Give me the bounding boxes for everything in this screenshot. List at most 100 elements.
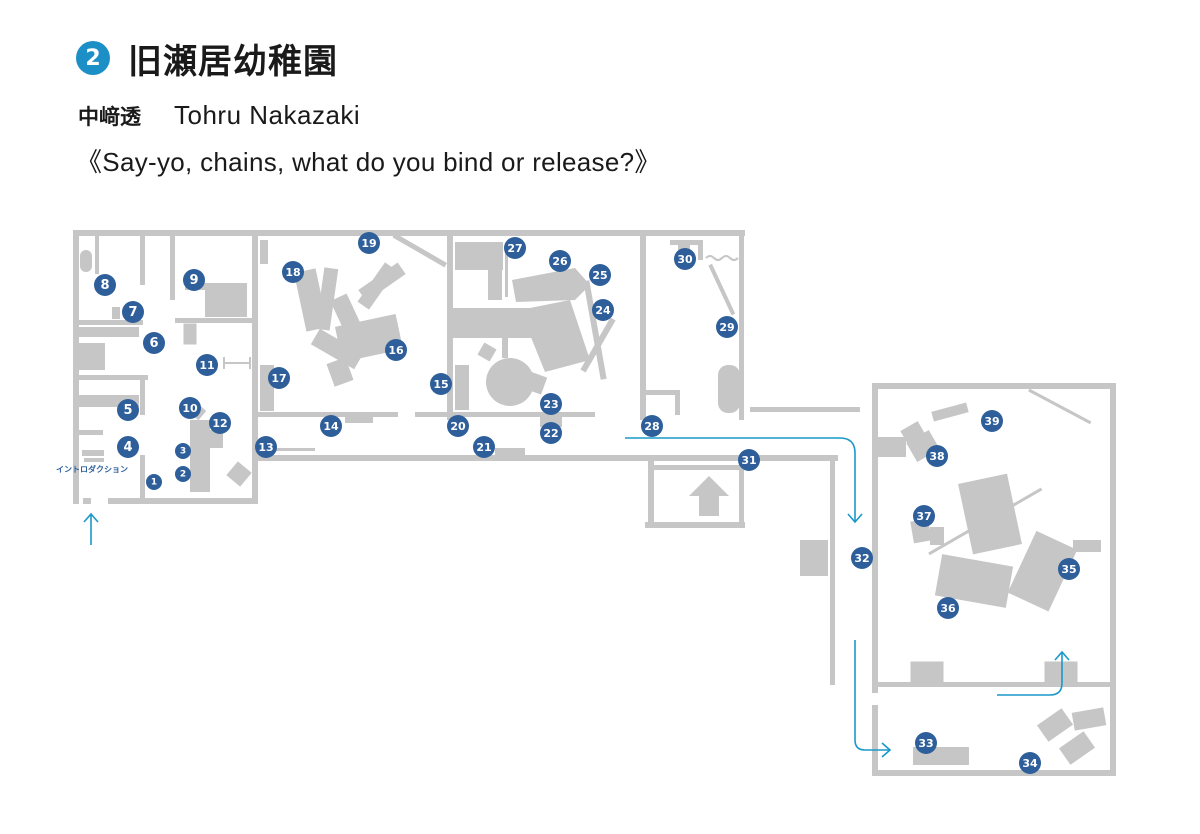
artwork-marker-8: 8 xyxy=(94,274,116,296)
marker-label: 13 xyxy=(258,441,273,454)
marker-label: 1 xyxy=(151,478,157,488)
artwork-marker-12: 12 xyxy=(209,412,231,434)
visitor-route xyxy=(83,437,1070,758)
marker-label: 9 xyxy=(189,273,198,288)
artwork-marker-28: 28 xyxy=(641,415,663,437)
artwork-marker-15: 15 xyxy=(430,373,452,395)
marker-circle xyxy=(175,466,191,482)
marker-circle xyxy=(540,422,562,444)
artwork-marker-16: 16 xyxy=(385,339,407,361)
marker-circle xyxy=(183,269,205,291)
artwork-marker-38: 38 xyxy=(926,445,948,467)
artwork-marker-19: 19 xyxy=(358,232,380,254)
marker-label: 29 xyxy=(719,321,734,334)
marker-circle xyxy=(851,547,873,569)
marker-circle xyxy=(674,248,696,270)
marker-label: 23 xyxy=(543,398,558,411)
marker-label: 8 xyxy=(100,278,109,293)
marker-label: 4 xyxy=(123,440,132,455)
marker-label: 31 xyxy=(741,454,756,467)
marker-circle xyxy=(143,332,165,354)
marker-label: 12 xyxy=(212,417,227,430)
marker-circle xyxy=(358,232,380,254)
marker-circle xyxy=(641,415,663,437)
marker-label: 36 xyxy=(940,602,956,615)
marker-label: 15 xyxy=(433,378,448,391)
artwork-marker-35: 35 xyxy=(1058,558,1080,580)
marker-label: 11 xyxy=(199,359,214,372)
artwork-marker-30: 30 xyxy=(674,248,696,270)
marker-circle xyxy=(255,436,277,458)
marker-label: 34 xyxy=(1022,757,1038,770)
artist-name-en: Tohru Nakazaki xyxy=(174,100,361,130)
marker-circle xyxy=(913,505,935,527)
artwork-marker-6: 6 xyxy=(143,332,165,354)
marker-circle xyxy=(540,393,562,415)
marker-label: 2 xyxy=(180,470,186,480)
artwork-marker-11: 11 xyxy=(196,354,218,376)
marker-label: 14 xyxy=(323,420,339,433)
marker-circle xyxy=(589,264,611,286)
marker-label: 18 xyxy=(285,266,300,279)
artwork-marker-27: 27 xyxy=(504,237,526,259)
artist-name: 中﨑透 Tohru Nakazaki xyxy=(78,100,360,131)
artworks-room-16 xyxy=(260,232,447,411)
marker-label: 19 xyxy=(361,237,376,250)
marker-label: 21 xyxy=(476,441,491,454)
venue-title: 旧瀬居幼稚園 xyxy=(128,41,338,82)
marker-label: 20 xyxy=(450,420,466,433)
marker-label: 22 xyxy=(543,427,558,440)
marker-circle xyxy=(122,301,144,323)
marker-label: 6 xyxy=(149,336,158,351)
marker-label: 37 xyxy=(916,510,931,523)
marker-circle xyxy=(175,443,191,459)
marker-circle xyxy=(447,415,469,437)
artwork-marker-22: 22 xyxy=(540,422,562,444)
artwork-marker-34: 34 xyxy=(1019,752,1041,774)
marker-label: 39 xyxy=(984,415,999,428)
marker-circle xyxy=(504,237,526,259)
artwork-marker-14: 14 xyxy=(320,415,342,437)
marker-circle xyxy=(981,410,1003,432)
walls-right-wing xyxy=(872,383,1116,776)
artwork-marker-36: 36 xyxy=(937,597,959,619)
artwork-marker-5: 5 xyxy=(117,399,139,421)
marker-label: 16 xyxy=(388,344,404,357)
marker-circle xyxy=(282,261,304,283)
artwork-marker-33: 33 xyxy=(915,732,937,754)
artwork-marker-31: 31 xyxy=(738,449,760,471)
artist-name-jp: 中﨑透 xyxy=(78,105,141,129)
artwork-marker-25: 25 xyxy=(589,264,611,286)
artwork-marker-2: 2 xyxy=(175,466,191,482)
marker-label: 25 xyxy=(592,269,607,282)
marker-label: 3 xyxy=(180,447,186,457)
artwork-marker-3: 3 xyxy=(175,443,191,459)
marker-circle xyxy=(937,597,959,619)
marker-label: 27 xyxy=(507,242,522,255)
marker-circle xyxy=(146,474,162,490)
intro-label: イントロダクション xyxy=(56,464,128,474)
marker-label: 26 xyxy=(552,255,568,268)
artworks-room-29 xyxy=(705,255,739,316)
artwork-marker-32: 32 xyxy=(851,547,873,569)
walls-left-wing xyxy=(73,230,258,504)
artworks-room-24 xyxy=(450,242,616,410)
artwork-marker-1: 1 xyxy=(146,474,162,490)
marker-label: 38 xyxy=(929,450,944,463)
artwork-marker-29: 29 xyxy=(716,316,738,338)
artwork-marker-7: 7 xyxy=(122,301,144,323)
artwork-marker-13: 13 xyxy=(255,436,277,458)
artwork-marker-21: 21 xyxy=(473,436,495,458)
marker-circle xyxy=(196,354,218,376)
marker-circle xyxy=(320,415,342,437)
marker-circle xyxy=(738,449,760,471)
artwork-marker-20: 20 xyxy=(447,415,469,437)
marker-circle xyxy=(716,316,738,338)
marker-label: 10 xyxy=(182,402,198,415)
marker-circle xyxy=(473,436,495,458)
artwork-marker-23: 23 xyxy=(540,393,562,415)
work-title: 《Say-yo, chains, what do you bind or rel… xyxy=(76,147,661,177)
marker-circle xyxy=(1019,752,1041,774)
marker-circle xyxy=(1058,558,1080,580)
